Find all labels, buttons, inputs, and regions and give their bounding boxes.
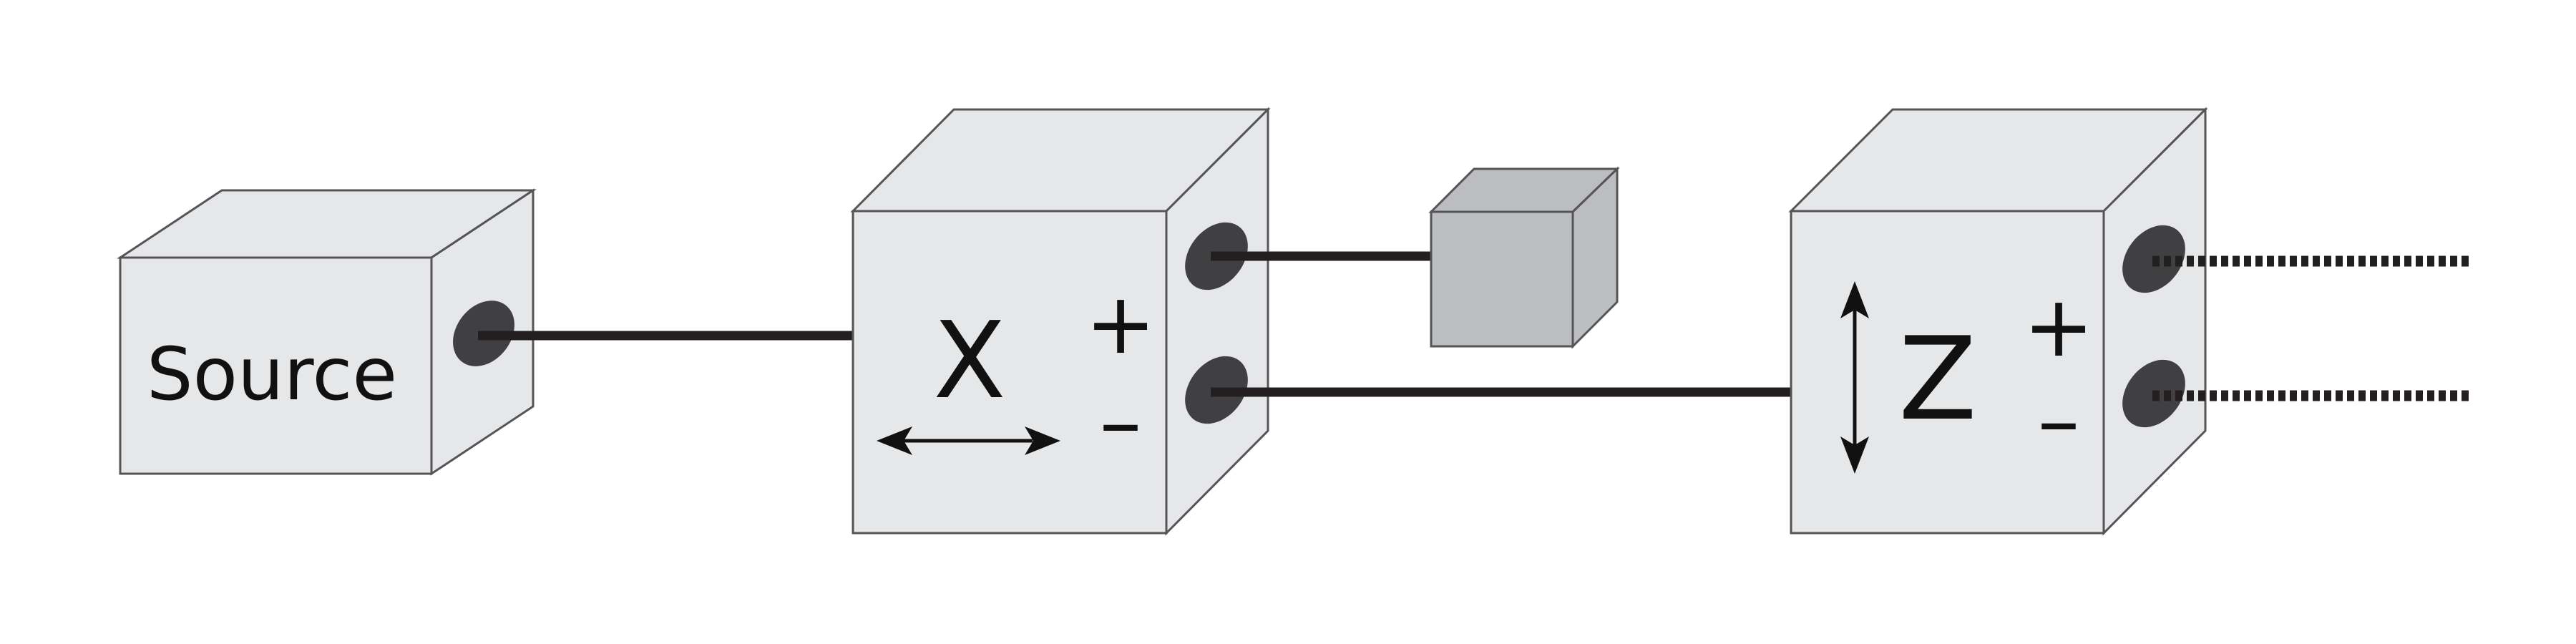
z-magnet-box: Z + – xyxy=(1788,107,2208,536)
z-label: Z xyxy=(1898,312,1977,446)
x-label: X xyxy=(933,299,1005,422)
source-label: Source xyxy=(147,332,397,417)
x-box-front xyxy=(852,210,1168,535)
beam-blocker-box xyxy=(1428,166,1620,349)
z-minus-sign: – xyxy=(2038,371,2080,469)
z-box-front xyxy=(1790,210,2105,535)
z-plus-sign: + xyxy=(2024,277,2094,376)
source-box: Source xyxy=(117,188,537,476)
x-minus-sign: – xyxy=(1100,372,1142,471)
x-plus-sign: + xyxy=(1085,274,1156,373)
blocker-box-front xyxy=(1430,210,1574,348)
x-horizontal-double-arrow-icon xyxy=(877,426,1060,455)
z-vertical-double-arrow-icon xyxy=(1840,281,1869,474)
source-box-front xyxy=(119,256,433,475)
x-magnet-box: X + – xyxy=(850,107,1271,536)
